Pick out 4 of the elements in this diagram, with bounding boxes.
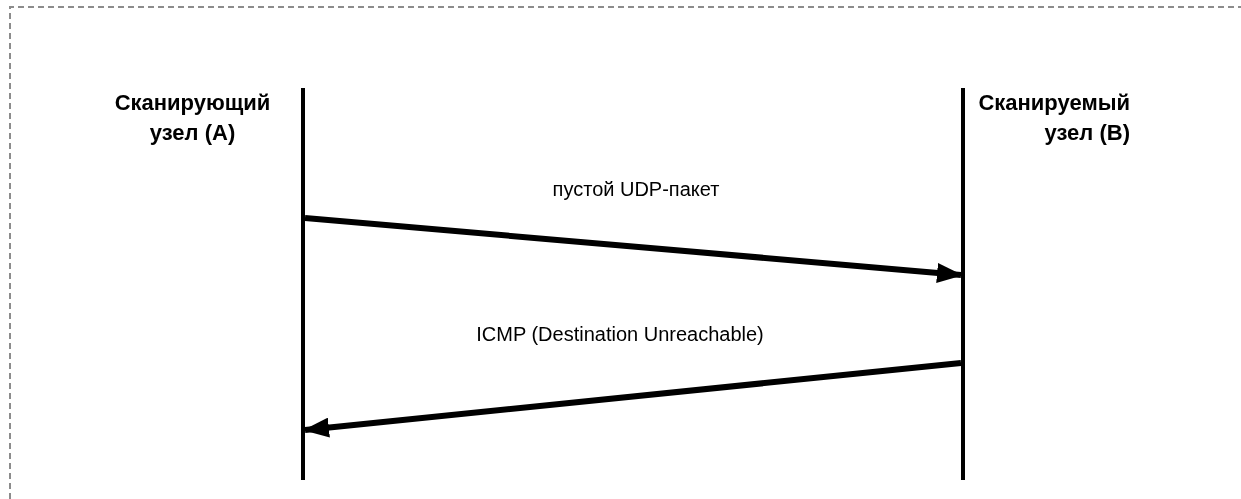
lifeline-heading: Сканируемый узел (B): [977, 89, 1130, 147]
message-arrow: [303, 360, 962, 438]
lifeline-heading: Сканирующий узел (A): [113, 89, 272, 147]
message-arrow: [304, 215, 963, 283]
